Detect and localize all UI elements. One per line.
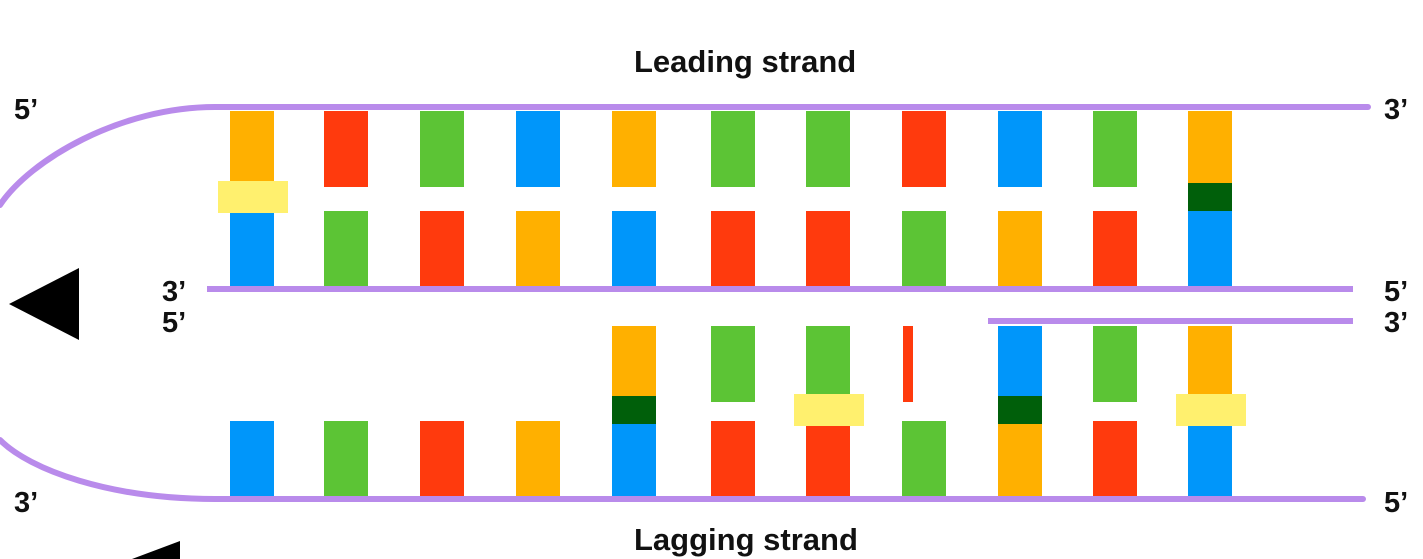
lower-dark-green-marker-5 [612, 396, 656, 424]
upper-yellow-marker-1 [218, 181, 288, 213]
lower-yellow-marker-11 [1176, 394, 1246, 426]
parental-upper-base-5 [612, 111, 656, 187]
leading-new-base-1 [230, 211, 274, 286]
parental-lower-base-7 [806, 421, 850, 496]
parental-lower-base-1 [230, 421, 274, 496]
lagging-new-base-7 [806, 326, 850, 402]
parental-strand-backbone [0, 104, 1371, 502]
end-label-mid-right-lower: 3’ [1384, 307, 1409, 339]
parental-lower-base-2 [324, 421, 368, 496]
parental-upper-base-3 [420, 111, 464, 187]
leading-new-base-4 [516, 211, 560, 286]
leading-new-base-3 [420, 211, 464, 286]
parental-lower-base-11 [1188, 421, 1232, 496]
parental-lower-base-9 [998, 421, 1042, 496]
leading-new-base-10 [1093, 211, 1137, 286]
leading-new-base-6 [711, 211, 755, 286]
parental-upper-base-8 [902, 111, 946, 187]
lagging-direction-arrow-icon [132, 541, 180, 559]
leading-new-base-11 [1188, 211, 1232, 286]
lagging-new-base-6 [711, 326, 755, 402]
parental-lower-base-4 [516, 421, 560, 496]
parental-upper-base-11 [1188, 111, 1232, 187]
parental-upper-base-9 [998, 111, 1042, 187]
end-label-bottom-left: 3’ [14, 487, 39, 519]
leading-new-base-8 [902, 211, 946, 286]
lagging-new-base-9 [998, 326, 1042, 402]
base-pairs-group [230, 111, 1232, 496]
lagging-new-base-8 [903, 326, 913, 402]
leading-new-base-5 [612, 211, 656, 286]
leading-new-base-7 [806, 211, 850, 286]
leading-new-base-2 [324, 211, 368, 286]
leading-strand-title: Leading strand [634, 44, 857, 79]
markers-group [218, 181, 1246, 426]
parental-upper-base-2 [324, 111, 368, 187]
parental-lower-base-3 [420, 421, 464, 496]
end-label-mid-right-upper: 5’ [1384, 276, 1409, 308]
lower-dark-green-marker-9 [998, 396, 1042, 424]
end-label-mid-left-upper: 3’ [162, 276, 187, 308]
lagging-strand-title: Lagging strand [634, 522, 858, 557]
parental-lower-base-10 [1093, 421, 1137, 496]
parental-lower-base-8 [902, 421, 946, 496]
parental-lower-base-6 [711, 421, 755, 496]
end-label-top-right: 3’ [1384, 94, 1409, 126]
end-label-bottom-right: 5’ [1384, 487, 1409, 519]
parental-upper-base-7 [806, 111, 850, 187]
upper-dark-green-marker-11 [1188, 183, 1232, 211]
lagging-new-base-11 [1188, 326, 1232, 402]
parental-upper-base-6 [711, 111, 755, 187]
lagging-new-base-5 [612, 326, 656, 402]
parental-upper-base-4 [516, 111, 560, 187]
lower-yellow-marker-7 [794, 394, 864, 426]
leading-direction-arrow-icon [9, 268, 79, 340]
parental-lower-base-5 [612, 421, 656, 496]
lagging-new-base-10 [1093, 326, 1137, 402]
end-label-top-left: 5’ [14, 94, 39, 126]
parental-upper-base-10 [1093, 111, 1137, 187]
end-label-mid-left-lower: 5’ [162, 307, 187, 339]
leading-new-base-9 [998, 211, 1042, 286]
parental-upper-base-1 [230, 111, 274, 187]
